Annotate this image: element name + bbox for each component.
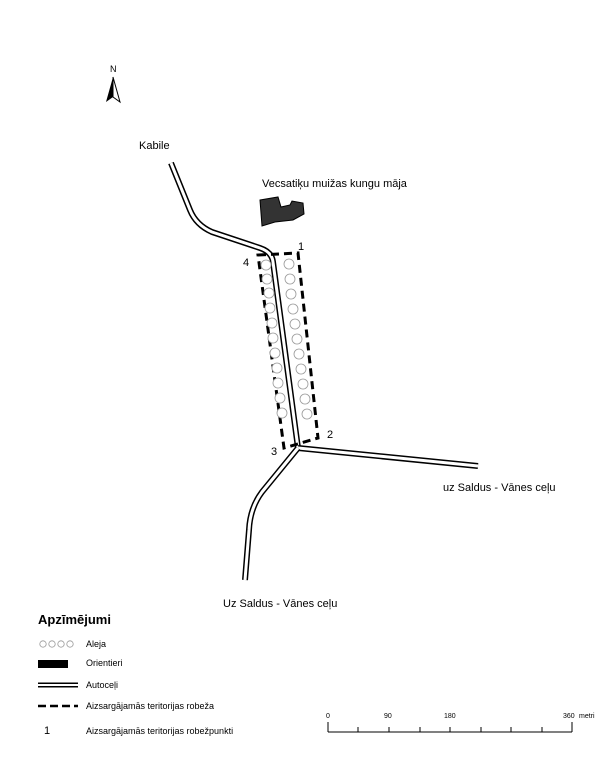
scale-tick-180: 180 [444,713,456,720]
legend-symbol-alley [39,640,74,648]
north-arrow-icon [106,76,121,104]
legend-title: Apzīmējumi [38,612,111,627]
road-south [242,446,301,581]
scale-unit: metri [579,713,595,720]
label-manor: Vecsatiķu muižas kungu māja [262,178,408,190]
north-label: N [110,64,117,74]
legend-label-points: Aizsargājamās teritorijas robežpunkti [86,726,233,736]
label-road-south: Uz Saldus - Vānes ceļu [223,598,337,610]
legend-symbol-point-number: 1 [44,725,50,737]
scale-tick-0: 0 [326,713,330,720]
label-kabile: Kabile [139,140,170,152]
scale-bar [327,722,573,733]
legend-label-landmark: Orientieri [86,658,123,668]
label-road-east: uz Saldus - Vānes ceļu [443,482,556,494]
legend-label-alley: Aleja [86,639,106,649]
legend-label-road: Autoceļi [86,680,118,690]
scale-tick-360: 360 [563,713,575,720]
boundary-point-1: 1 [298,241,304,253]
legend-label-boundary: Aizsargājamās teritorijas robeža [86,701,214,711]
boundary-point-3: 3 [271,446,277,458]
manor-house-landmark [259,196,305,227]
alley-trees [260,258,313,420]
boundary-point-4: 4 [243,257,249,269]
legend-symbol-landmark [38,660,68,668]
boundary-point-2: 2 [327,429,333,441]
scale-tick-90: 90 [384,713,392,720]
roads [168,161,479,581]
